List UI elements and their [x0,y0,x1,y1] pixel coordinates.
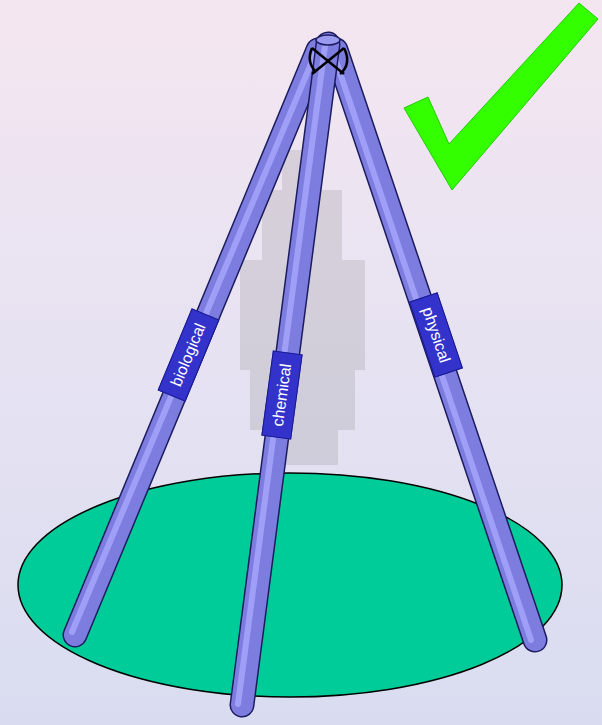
leg-label: biological [166,320,210,389]
leg-label: chemical [268,362,296,427]
tripod-leg [238,35,340,705]
rope-tie [310,48,347,74]
leg-label: physical [417,304,454,365]
check-mark [404,3,598,190]
leg-label-box: chemical [261,350,302,439]
leg-label-box: biological [157,308,219,402]
leg-label-box: physical [409,292,463,377]
